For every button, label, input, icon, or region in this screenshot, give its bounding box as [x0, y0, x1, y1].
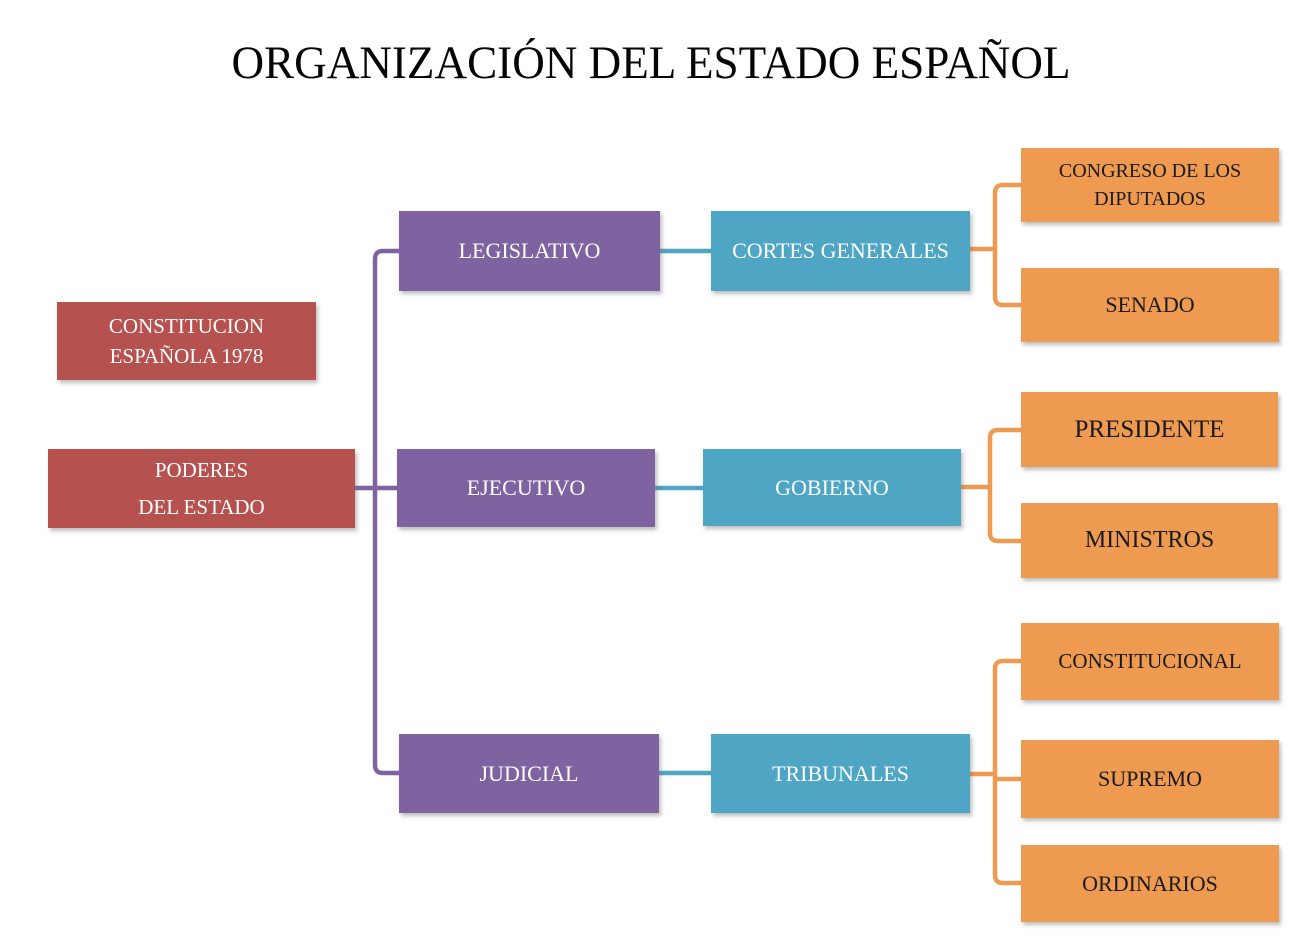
node-label: GOBIERNO: [775, 474, 889, 500]
connector-tribunales-bracket: [992, 658, 1021, 886]
connector-poderes-trunk: [372, 248, 399, 776]
node-legislativo: LEGISLATIVO: [399, 211, 660, 291]
node-cortes-generales: CORTES GENERALES: [711, 211, 970, 291]
node-label: SUPREMO: [1098, 766, 1202, 791]
node-label: CORTES GENERALES: [732, 238, 949, 263]
node-senado: SENADO: [1021, 268, 1279, 342]
node-tribunales: TRIBUNALES: [711, 734, 970, 813]
node-label-line2: DEL ESTADO: [138, 494, 265, 519]
diagram-title: ORGANIZACIÓN DEL ESTADO ESPAÑOL: [231, 37, 1071, 89]
node-label: CONSTITUCION ESPAÑOLA 1978: [57, 311, 316, 372]
node-label-line1: CONSTITUCION: [108, 313, 265, 338]
connector-gobierno-bracket: [987, 427, 1021, 544]
node-label: PRESIDENTE: [1074, 415, 1225, 443]
node-label: EJECUTIVO: [466, 475, 586, 500]
node-label: LEGISLATIVO: [458, 238, 601, 263]
node-ordinarios: ORDINARIOS: [1021, 845, 1279, 922]
node-label: JUDICIAL: [479, 760, 579, 786]
node-ministros: MINISTROS: [1021, 503, 1278, 578]
node-ejecutivo: EJECUTIVO: [397, 449, 655, 527]
node-label: CONSTITUCIONAL: [1058, 649, 1242, 673]
node-presidente: PRESIDENTE: [1021, 392, 1278, 467]
node-label: ORDINARIOS: [1082, 870, 1218, 896]
node-supremo: SUPREMO: [1021, 740, 1279, 818]
node-poderes-del-estado: PODERES DEL ESTADO: [48, 449, 355, 528]
node-label-line1: PODERES: [154, 457, 249, 482]
node-label: PODERES DEL ESTADO: [48, 452, 355, 526]
node-judicial: JUDICIAL: [399, 734, 659, 813]
node-label: MINISTROS: [1084, 527, 1215, 553]
node-label-line2: ESPAÑOLA 1978: [109, 344, 264, 368]
node-constitucional: CONSTITUCIONAL: [1021, 623, 1279, 700]
node-label: CONGRESO DE LOS DIPUTADOS: [1021, 157, 1279, 213]
connector-cortes-bracket: [992, 182, 1021, 308]
node-constitucion-espanola: CONSTITUCION ESPAÑOLA 1978: [57, 302, 316, 380]
node-label-line2: DIPUTADOS: [1094, 188, 1206, 210]
node-label-line1: CONGRESO DE LOS: [1058, 160, 1242, 182]
node-label: SENADO: [1105, 292, 1195, 317]
node-gobierno: GOBIERNO: [703, 449, 961, 526]
node-label: TRIBUNALES: [772, 760, 909, 786]
node-congreso-de-los-diputados: CONGRESO DE LOS DIPUTADOS: [1021, 148, 1279, 222]
